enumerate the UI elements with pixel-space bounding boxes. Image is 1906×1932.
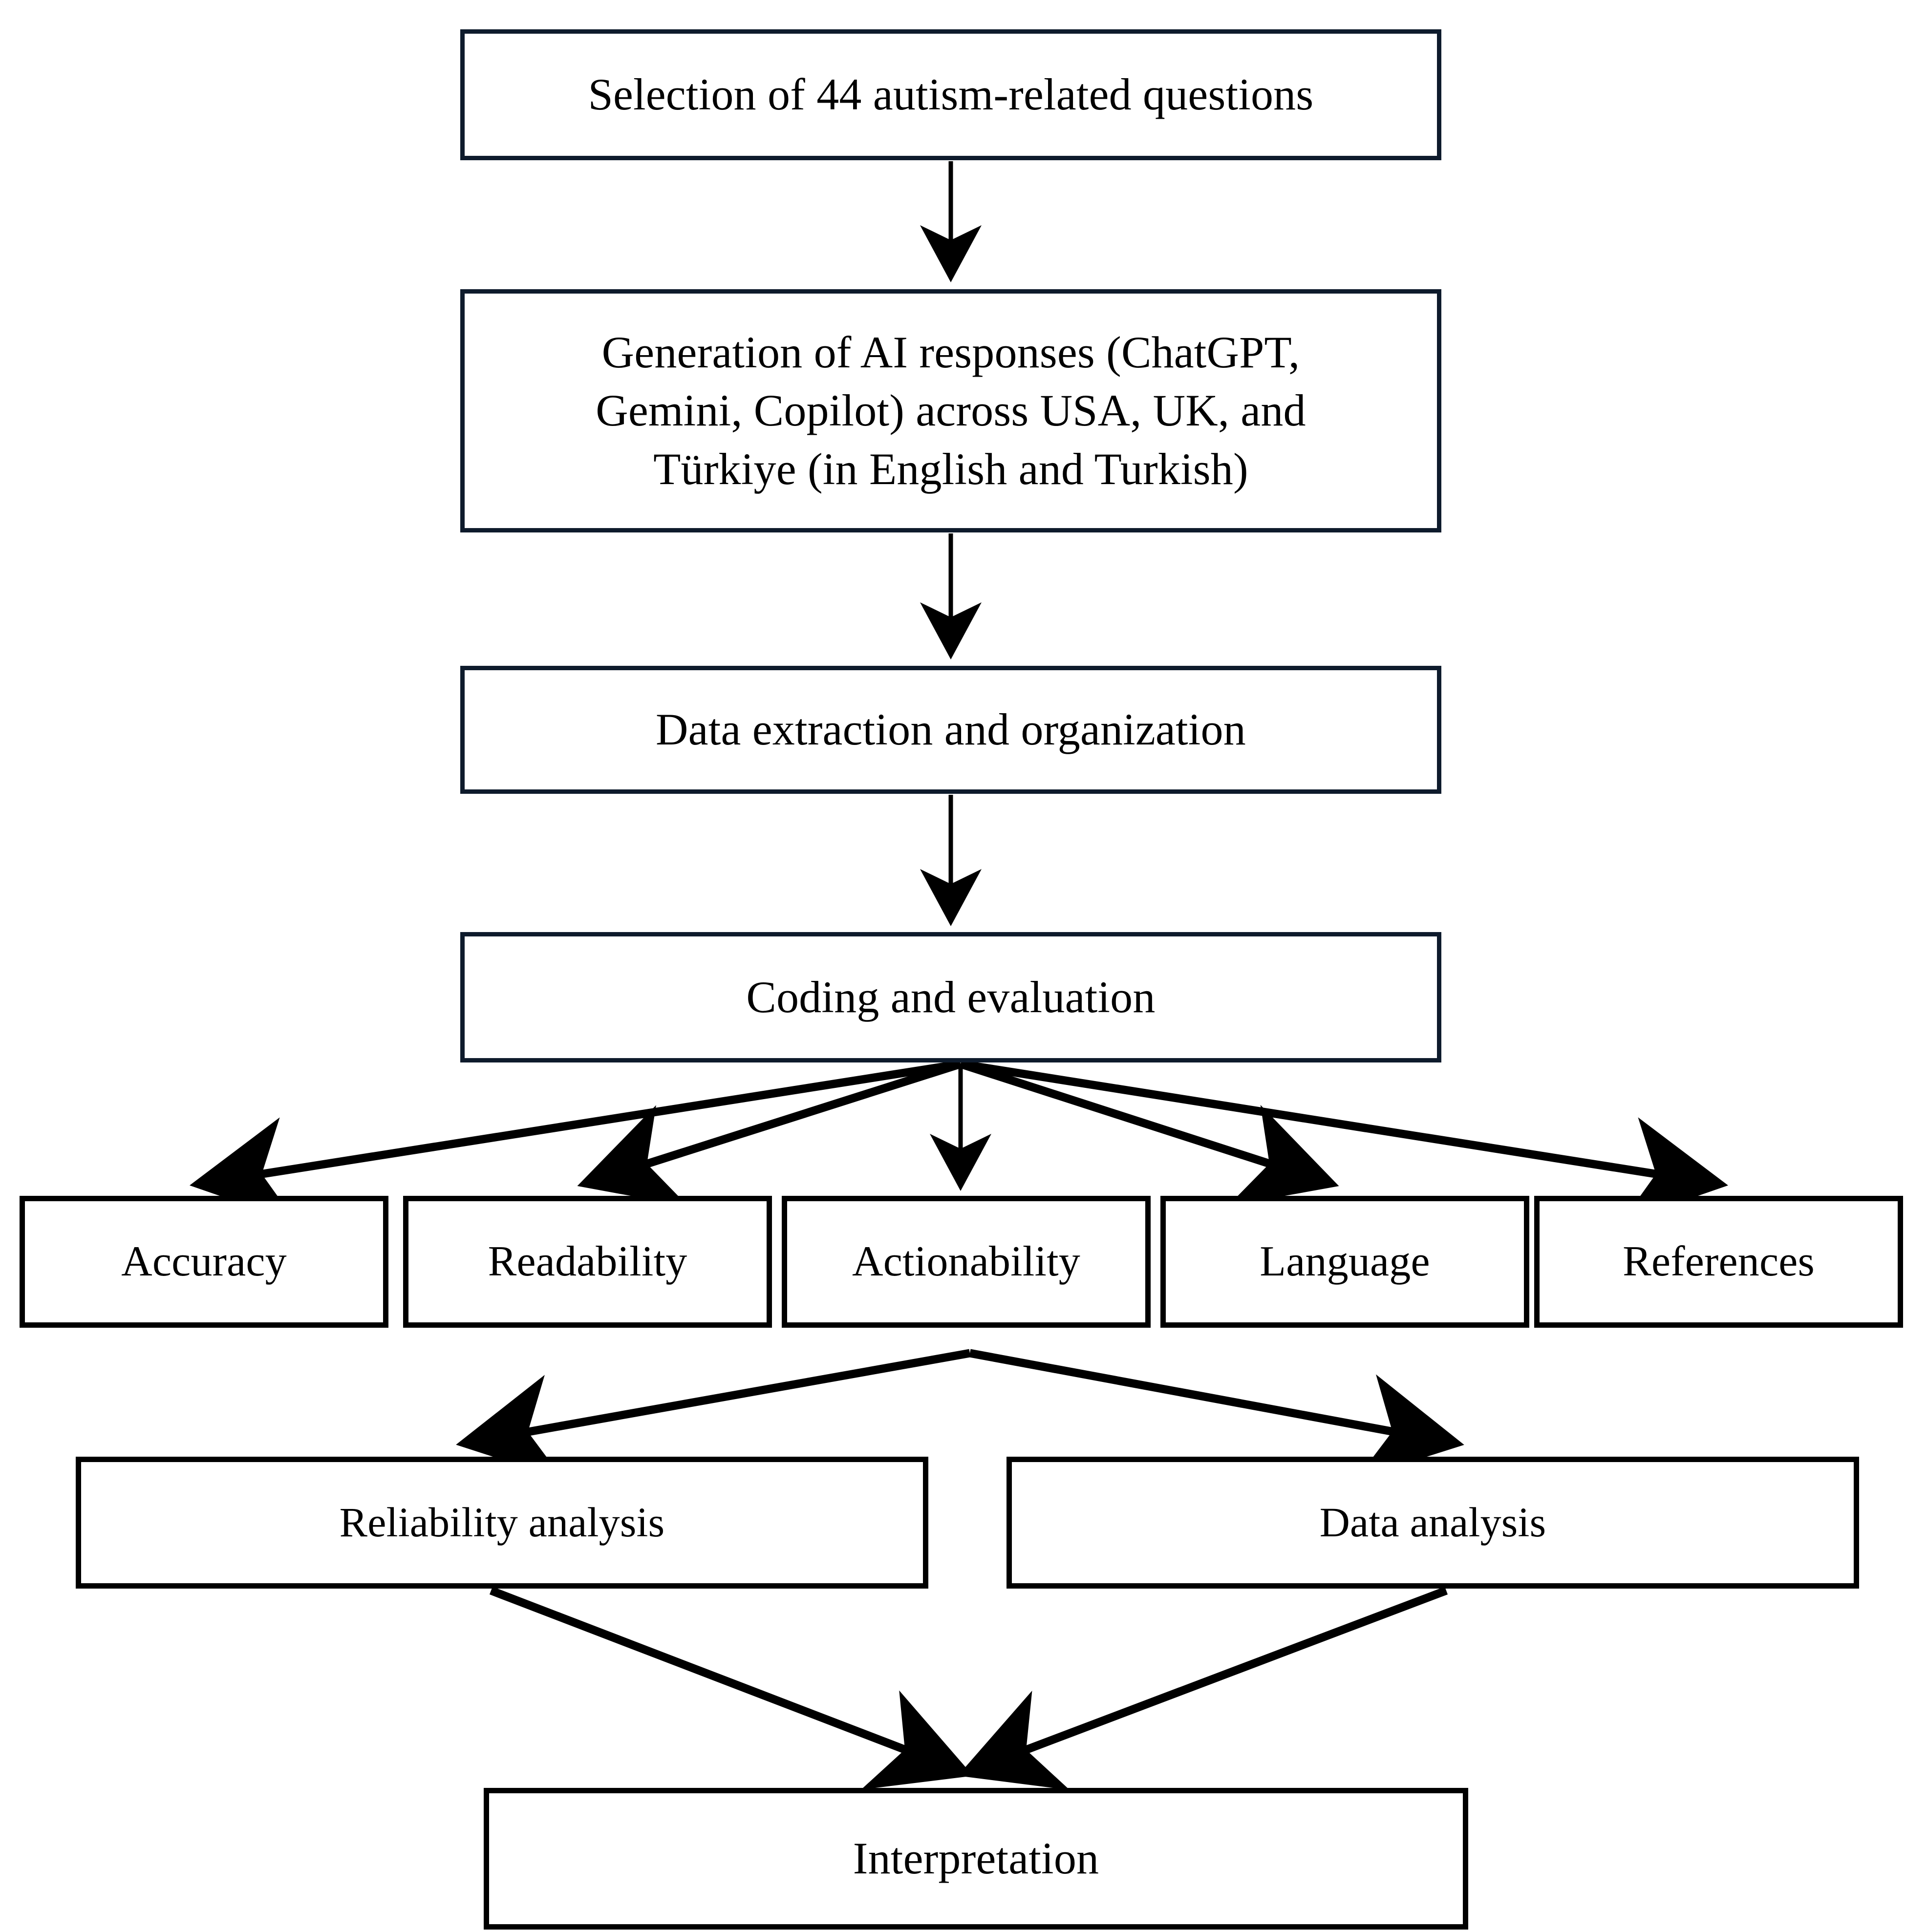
node-data-analysis: Data analysis — [1007, 1457, 1859, 1589]
arrow-criteria-to-data-analysis — [969, 1349, 1464, 1479]
node-interpretation-label: Interpretation — [853, 1833, 1099, 1884]
node-data-extraction-label: Data extraction and organization — [656, 704, 1246, 755]
node-criterion-readability: Readability — [403, 1196, 772, 1328]
node-generation: Generation of AI responses (ChatGPT, Gem… — [460, 289, 1441, 532]
node-coding-evaluation: Coding and evaluation — [460, 932, 1441, 1062]
node-selection: Selection of 44 autism-related questions — [460, 29, 1441, 160]
node-criterion-actionability: Actionability — [782, 1196, 1151, 1328]
node-criterion-accuracy-label: Accuracy — [121, 1237, 287, 1285]
node-criterion-language-label: Language — [1260, 1237, 1430, 1285]
arrow-reliability-to-interpretation — [489, 1587, 973, 1790]
node-criterion-readability-label: Readability — [488, 1237, 687, 1285]
node-reliability-analysis: Reliability analysis — [76, 1457, 928, 1589]
node-generation-line-2: Gemini, Copilot) across USA, UK, and — [596, 385, 1306, 436]
node-criterion-references: References — [1534, 1196, 1903, 1328]
node-criterion-accuracy: Accuracy — [20, 1196, 388, 1328]
arrow-coding-to-references — [960, 1060, 1728, 1223]
node-reliability-analysis-label: Reliability analysis — [339, 1499, 665, 1546]
node-criterion-language: Language — [1160, 1196, 1529, 1328]
node-generation-line-1: Generation of AI responses (ChatGPT, — [601, 327, 1300, 377]
node-data-extraction: Data extraction and organization — [460, 666, 1441, 794]
arrow-criteria-to-reliability — [456, 1349, 971, 1480]
node-selection-label: Selection of 44 autism-related questions — [588, 69, 1314, 120]
node-data-analysis-label: Data analysis — [1319, 1499, 1546, 1546]
arrow-data-analysis-to-interpretation — [958, 1587, 1448, 1790]
arrow-coding-to-readability — [577, 1060, 962, 1207]
node-generation-label: Generation of AI responses (ChatGPT, Gem… — [584, 323, 1318, 499]
node-interpretation: Interpretation — [484, 1788, 1468, 1930]
arrow-coding-to-accuracy — [190, 1060, 962, 1223]
arrow-coding-to-language — [959, 1060, 1339, 1206]
node-coding-evaluation-label: Coding and evaluation — [746, 972, 1156, 1022]
node-criterion-references-label: References — [1623, 1237, 1815, 1285]
node-generation-line-3: Türkiye (in English and Turkish) — [653, 444, 1248, 494]
node-criterion-actionability-label: Actionability — [852, 1237, 1080, 1285]
